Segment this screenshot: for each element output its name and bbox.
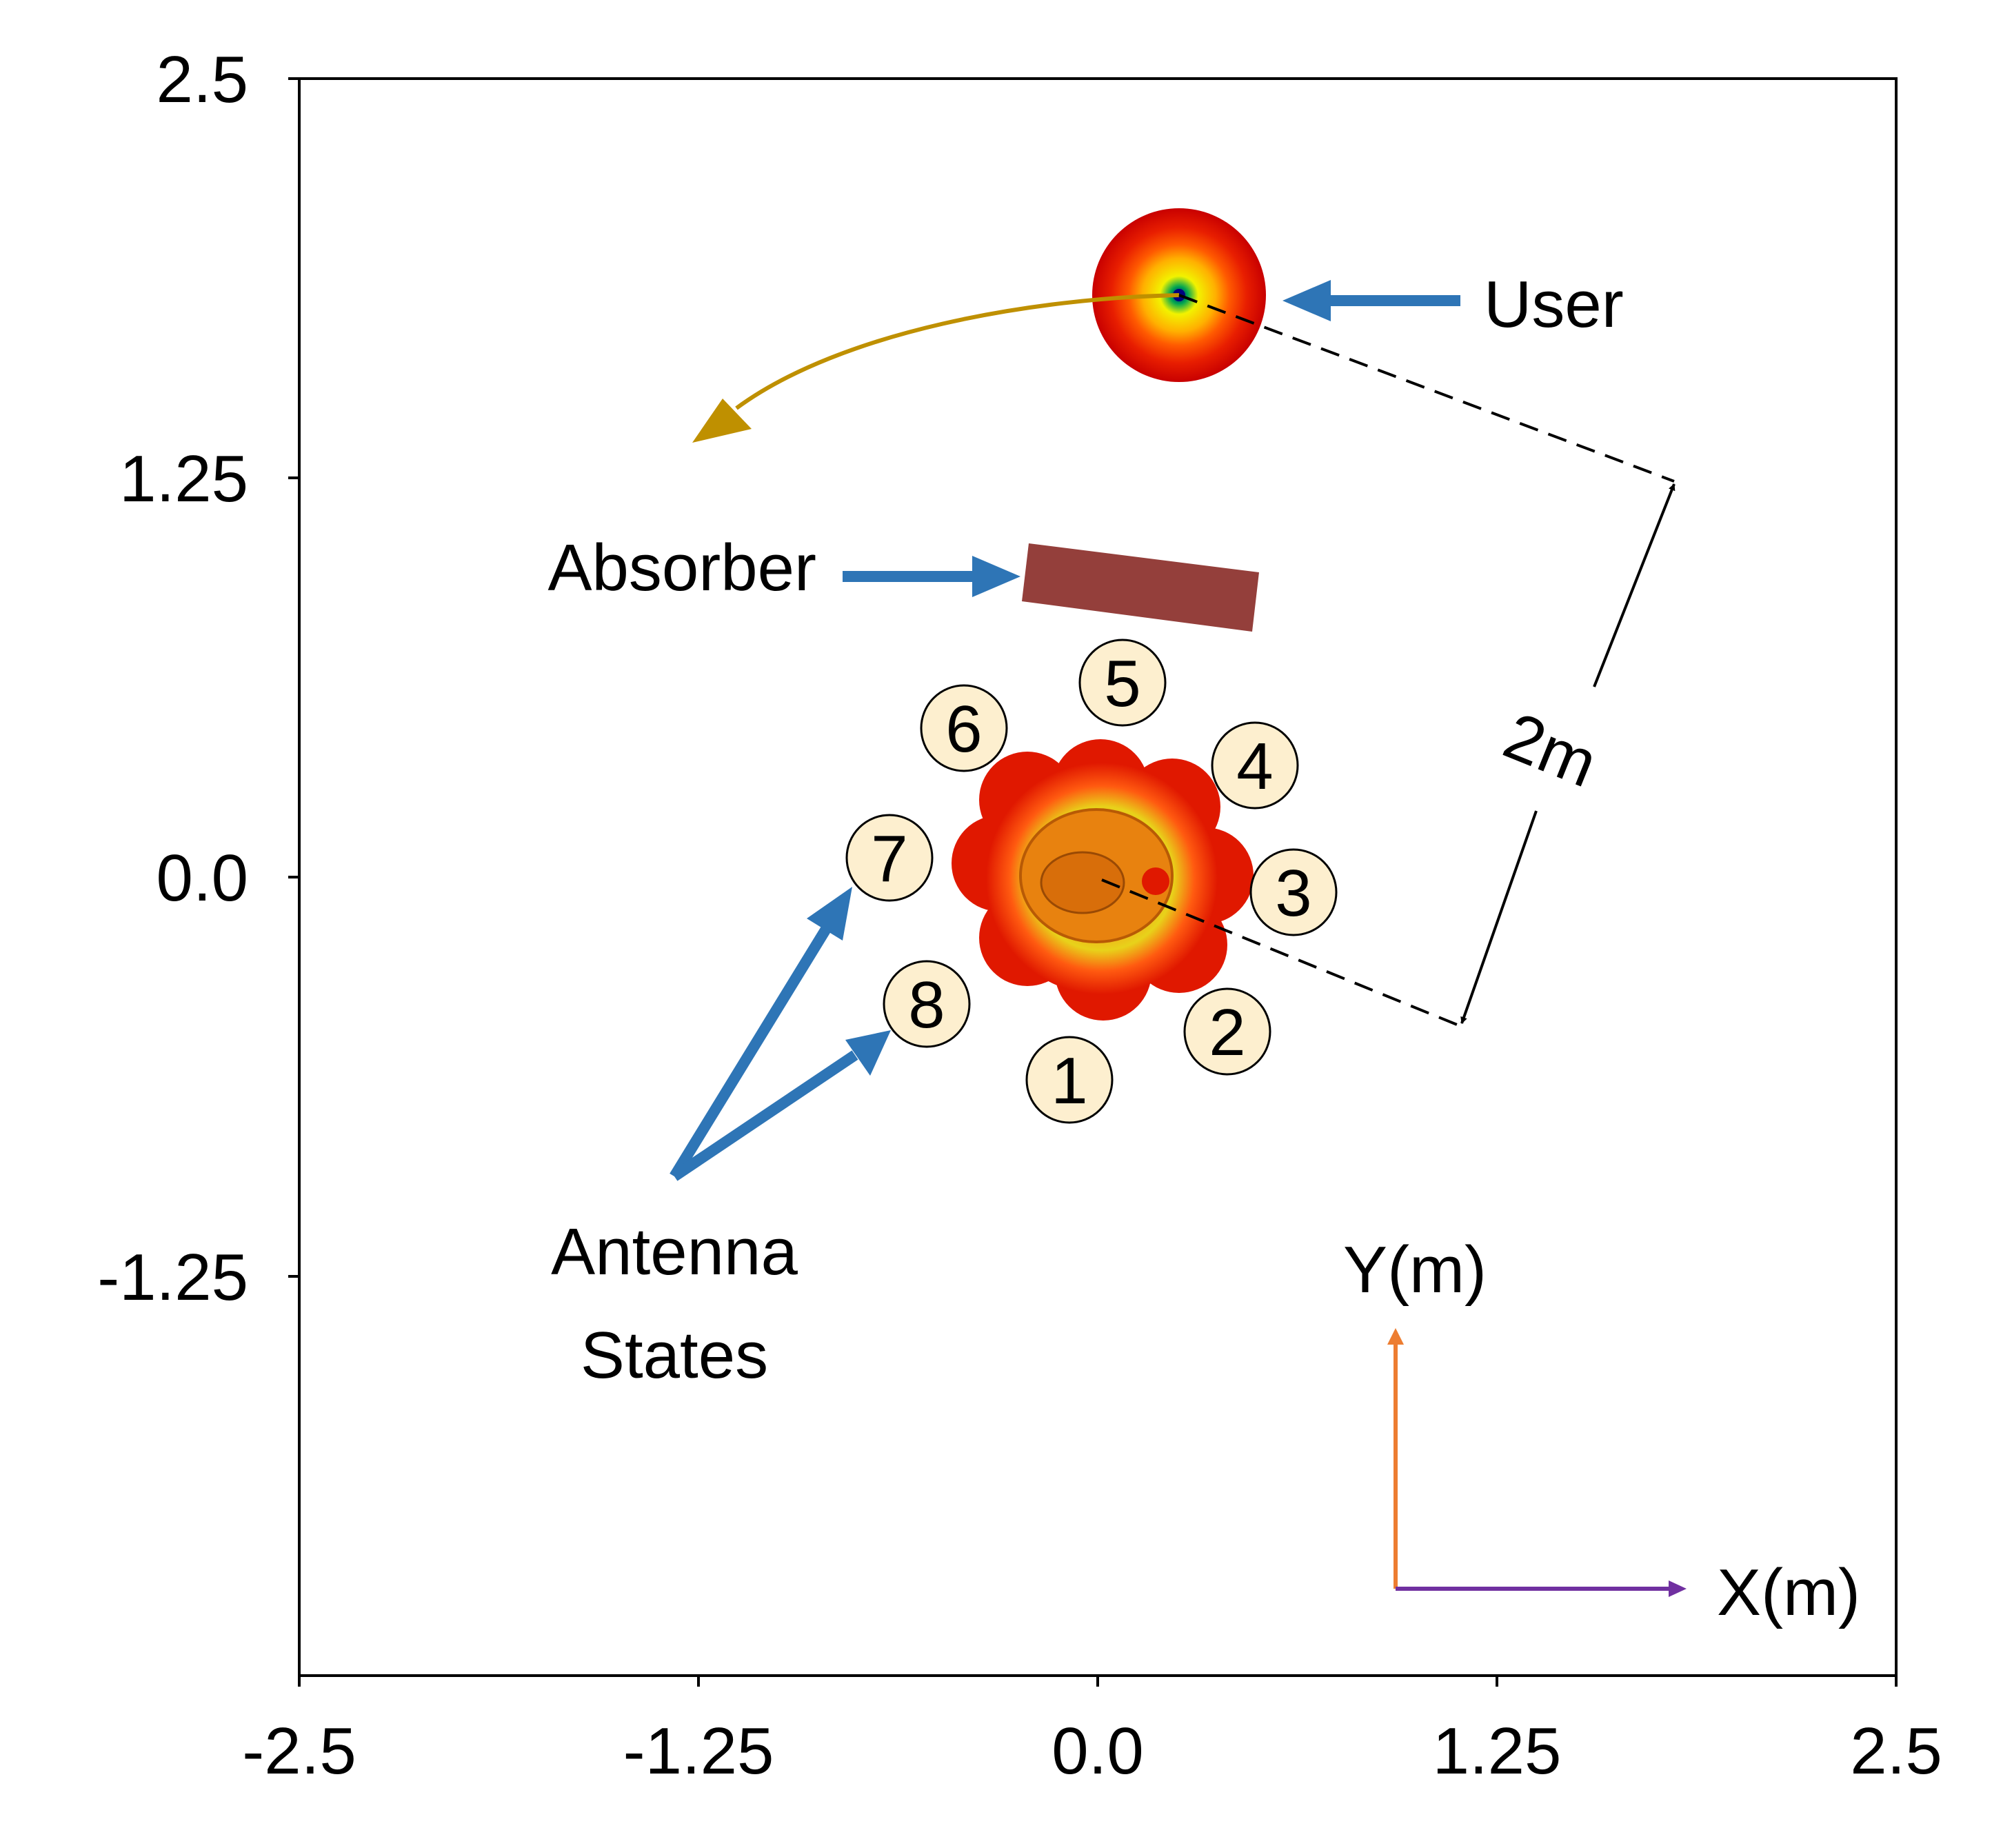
state-number: 7	[871, 822, 907, 896]
y-tick-label: 2.5	[157, 43, 248, 117]
y-tick-labels: 2.5 1.25 0.0 -1.25	[97, 43, 248, 1314]
antenna-pointer-shaft-upper	[670, 923, 832, 1180]
x-axis-direction-label: X(m)	[1717, 1556, 1860, 1629]
state-badge-6: 6	[920, 684, 1008, 772]
state-badge-circle	[1211, 721, 1299, 810]
x-tick-label: 1.25	[1433, 1714, 1562, 1788]
absorber-pointer-arrow	[843, 556, 1020, 597]
absorber-label: Absorber	[547, 531, 816, 605]
state-badge-circle	[1078, 639, 1167, 727]
state-number: 4	[1236, 730, 1273, 803]
x-axis-ticks	[298, 1676, 1898, 1687]
dimension-arrow-upper	[1593, 483, 1676, 687]
y-axis-direction-label: Y(m)	[1343, 1233, 1487, 1307]
antenna-states-label-line2: States	[581, 1318, 768, 1392]
dimension-arrow-lower	[1460, 810, 1538, 1024]
antenna-pointer-shaft-lower	[671, 1050, 858, 1181]
antenna-hotspot	[1142, 867, 1169, 895]
state-badge-1: 1	[1025, 1036, 1114, 1124]
trajectory-arrowhead	[692, 399, 752, 443]
x-tick-label: -1.25	[623, 1714, 774, 1788]
x-direction-arrowhead	[1669, 1580, 1687, 1597]
state-number: 3	[1275, 856, 1311, 930]
state-badge-4: 4	[1211, 721, 1299, 810]
dimension-dashed-bottom	[1101, 878, 1461, 1027]
state-badge-circle	[920, 684, 1008, 772]
state-number: 2	[1209, 996, 1245, 1069]
y-tick-label: -1.25	[97, 1241, 248, 1314]
state-badge-7: 7	[845, 814, 934, 902]
user-arrowhead	[1282, 280, 1331, 321]
dimension-dashed-top	[1178, 294, 1675, 483]
state-badge-5: 5	[1078, 639, 1167, 727]
antenna-states-label-line1: Antenna	[551, 1215, 798, 1289]
x-tick-label: 0.0	[1052, 1714, 1143, 1788]
antenna-pattern	[952, 739, 1254, 1021]
state-badge-2: 2	[1183, 987, 1271, 1076]
state-badge-circle	[1025, 1036, 1114, 1124]
antenna-pointer-head-upper	[807, 887, 852, 941]
x-tick-label: 2.5	[1850, 1714, 1942, 1788]
trajectory-arrow	[692, 293, 1180, 443]
antenna-pattern-core	[1040, 851, 1125, 914]
state-badge-circle	[1249, 848, 1338, 936]
absorber-arrowhead	[972, 556, 1020, 597]
y-axis-ticks	[288, 77, 299, 1278]
user-label: User	[1484, 268, 1624, 341]
y-tick-label: 1.25	[119, 442, 248, 516]
user-pointer-arrow	[1282, 280, 1460, 321]
absorber-block	[1022, 543, 1259, 632]
coordinate-axes-indicator: Y(m) X(m)	[1343, 1233, 1860, 1629]
state-number: 8	[908, 968, 945, 1042]
state-badge-circle	[1183, 987, 1271, 1076]
x-tick-label: -2.5	[242, 1714, 356, 1788]
state-number: 5	[1104, 647, 1140, 721]
distance-label: 2m	[1494, 699, 1607, 801]
state-number: 6	[945, 692, 982, 766]
trajectory-path	[735, 293, 1180, 410]
y-direction-arrowhead	[1387, 1328, 1404, 1345]
state-badge-8: 8	[883, 960, 971, 1048]
y-tick-label: 0.0	[157, 841, 248, 915]
state-badge-circle	[845, 814, 934, 902]
state-number: 1	[1051, 1044, 1087, 1118]
state-badge-circle	[883, 960, 971, 1048]
x-tick-labels: -2.5 -1.25 0.0 1.25 2.5	[242, 1714, 1942, 1788]
antenna-state-badges: 1 2 3 4 5 6 7 8	[845, 639, 1338, 1124]
antenna-states-pointers	[670, 887, 891, 1181]
antenna-pointer-head-lower	[845, 1030, 891, 1076]
state-badge-3: 3	[1249, 848, 1338, 936]
